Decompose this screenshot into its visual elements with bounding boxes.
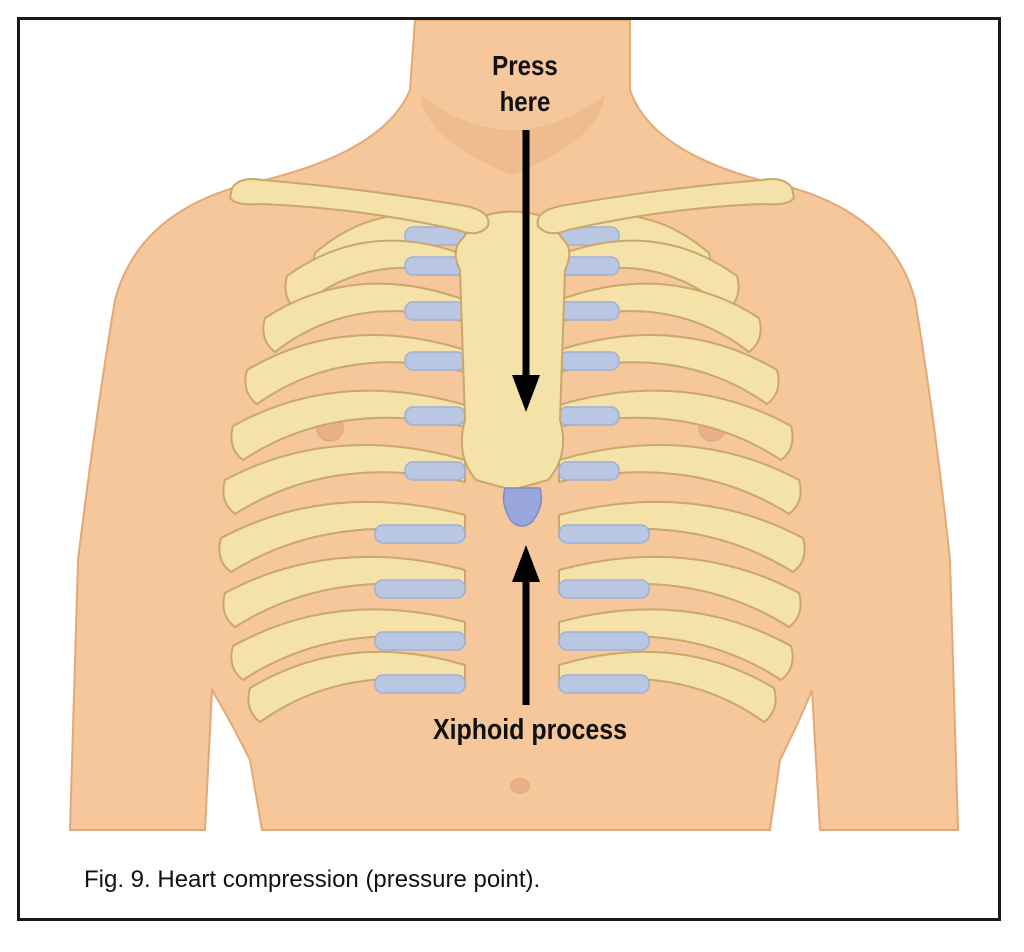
rib-left-7 [218,500,466,574]
rib-left-5 [230,389,466,462]
costal-cartilage-right-6 [558,461,620,481]
costal-cartilage-right-3 [558,301,620,321]
costal-cartilage-left-6 [404,461,466,481]
costal-cartilage-left-7 [374,524,466,544]
costal-cartilage-right-7 [558,524,650,544]
rib-left-3 [262,282,466,354]
rib-right-6 [558,444,802,516]
figure-caption: Fig. 9. Heart compression (pressure poin… [84,866,541,893]
xiphoid-process-label: Xiphoid process [432,714,628,746]
costal-cartilage-left-10 [374,674,466,694]
rib-left-8 [222,555,466,629]
costal-cartilage-right-4 [558,351,620,371]
press-here-label: Press here [492,50,558,117]
navel [510,778,530,794]
press-arrow [512,130,540,412]
xiphoid-arrow [512,545,540,705]
rib-right-7 [558,500,806,574]
costal-cartilage-left-3 [404,301,466,321]
rib-right-5 [558,389,794,462]
costal-cartilage-left-9 [374,631,466,651]
costal-cartilage-right-8 [558,579,650,599]
rib-right-3 [558,282,762,354]
rib-left-6 [222,444,466,516]
costal-cartilage-right-5 [558,406,620,426]
left-clavicle [228,178,490,235]
rib-cage [218,213,806,724]
rib-right-8 [558,555,802,629]
costal-cartilage-left-4 [404,351,466,371]
costal-cartilage-right-9 [558,631,650,651]
costal-cartilage-right-10 [558,674,650,694]
sternum [454,210,571,492]
xiphoid-process [502,487,543,527]
neck-shadow [420,95,605,175]
right-clavicle [536,178,796,235]
costal-cartilage-left-8 [374,579,466,599]
costal-cartilage-left-5 [404,406,466,426]
